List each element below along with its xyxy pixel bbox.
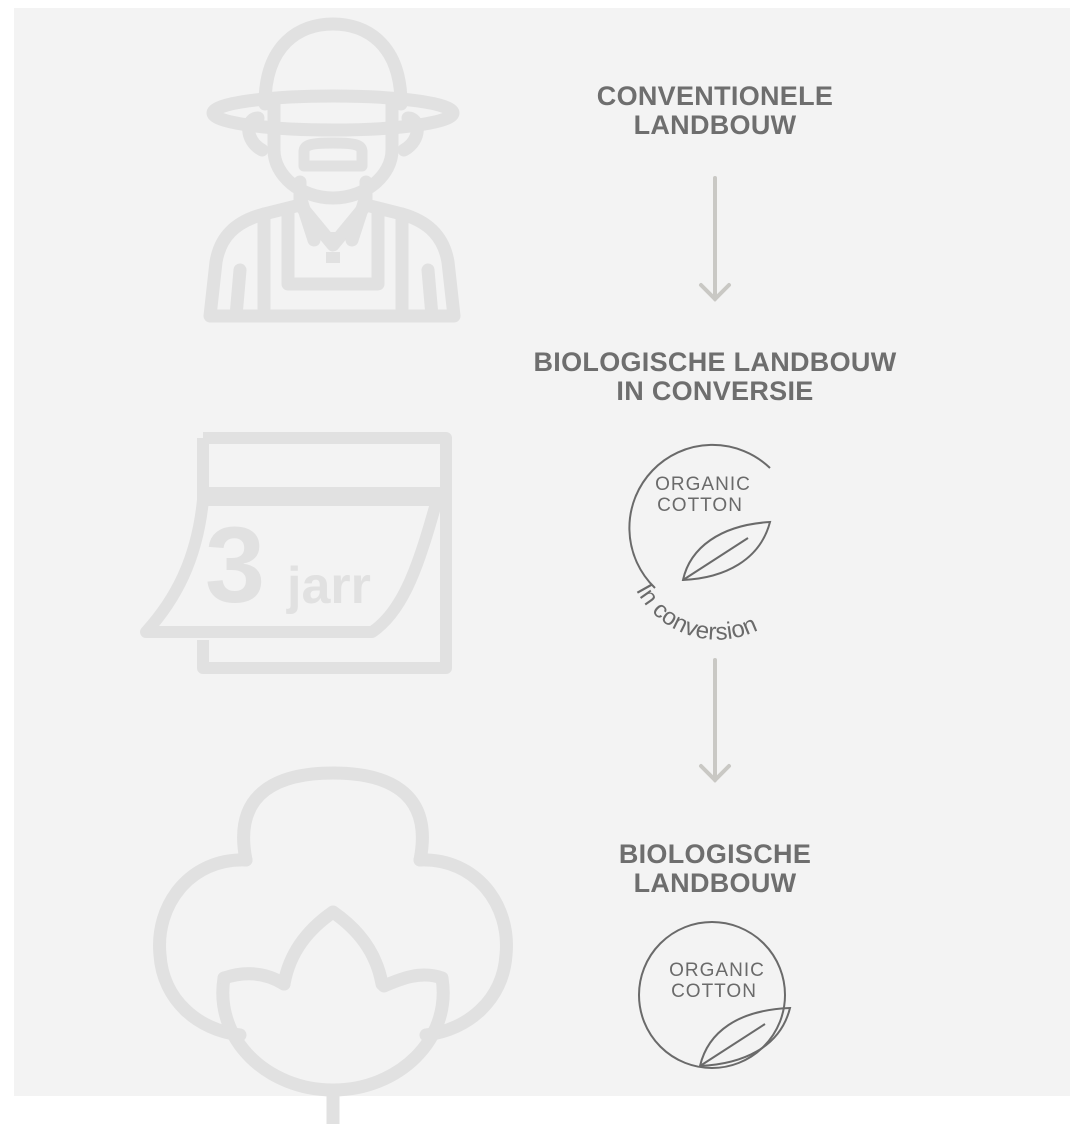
arc-text-path: In conversion (631, 579, 761, 645)
arrow-1 (699, 176, 731, 302)
title-line: BIOLOGISCHE (618, 839, 812, 869)
title-line: IN CONVERSIE (616, 376, 814, 406)
badge-line1: ORGANIC (669, 960, 765, 981)
title-line: LANDBOUW (633, 110, 797, 140)
badge-line2: COTTON (657, 495, 743, 516)
title-line: LANDBOUW (633, 868, 797, 898)
calendar-icon: 3 jarr (140, 432, 452, 674)
organic-cotton-badge: ORGANIC COTTON (638, 921, 792, 1069)
step-title-conventional: CONVENTIONELE LANDBOUW (515, 82, 915, 140)
title-line: BIOLOGISCHE LANDBOUW (533, 347, 897, 377)
badge-arc-text: In conversion (631, 579, 761, 645)
organic-cotton-in-conversion-badge: ORGANIC COTTON In conversion (628, 443, 772, 646)
badge-line2: COTTON (671, 981, 757, 1002)
cotton-plant-icon (153, 766, 513, 1124)
badge-line1: ORGANIC (655, 474, 751, 495)
leaf-icon (698, 1006, 792, 1068)
step-title-in-conversion: BIOLOGISCHE LANDBOUW IN CONVERSIE (465, 348, 965, 406)
arrow-2 (699, 658, 731, 783)
title-line: CONVENTIONELE (596, 81, 834, 111)
calendar-number: 3 (205, 504, 265, 625)
farmer-icon (203, 17, 461, 323)
leaf-icon (681, 520, 772, 582)
calendar-unit: jarr (286, 557, 371, 615)
step-title-organic: BIOLOGISCHE LANDBOUW (515, 840, 915, 898)
